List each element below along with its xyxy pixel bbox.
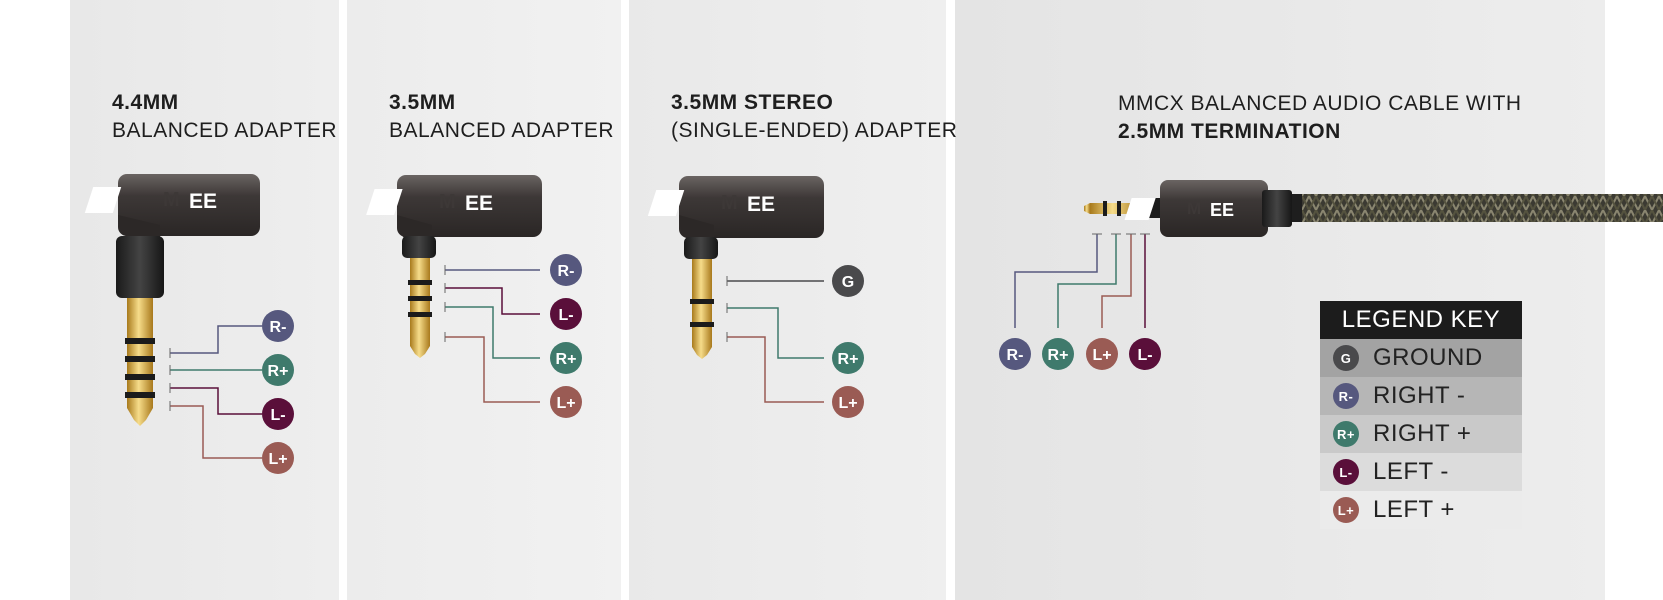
mee-logo-mark: M EE	[366, 189, 493, 215]
badge-l-minus: L-	[1137, 347, 1152, 364]
title-light: (SINGLE-ENDED) ADAPTER	[671, 119, 958, 142]
svg-text:EE: EE	[747, 193, 775, 216]
badge-circle	[550, 386, 582, 418]
mee-logo-mark: M EE	[1124, 198, 1234, 220]
badge-r-minus: R-	[1007, 347, 1024, 364]
badge-circle	[262, 354, 294, 386]
svg-text:M: M	[721, 192, 738, 214]
title-bold: 4.4MM	[112, 91, 179, 114]
badge-circle	[262, 442, 294, 474]
badge-circle	[262, 398, 294, 430]
badge-r-minus: R-	[558, 263, 575, 280]
badge-circle	[550, 298, 582, 330]
legend-item-ground: G GROUND	[1320, 339, 1522, 377]
svg-text:EE: EE	[465, 192, 493, 215]
title-bold: 3.5MM STEREO	[671, 91, 834, 114]
mee-logo-mark: M EE	[84, 187, 217, 213]
legend-item-right-plus: R+ RIGHT +	[1320, 415, 1522, 453]
badge-circle	[832, 386, 864, 418]
badge-r-plus: R+	[556, 351, 577, 368]
badge-r-minus: R-	[270, 319, 287, 336]
cable-2-5mm: M EE	[1014, 180, 1663, 328]
legend-title: LEGEND KEY	[1320, 301, 1522, 339]
legend-badge: R+	[1333, 421, 1359, 447]
legend-badge: L-	[1333, 459, 1359, 485]
title-mmcx-cable: MMCX BALANCED AUDIO CABLE WITH 2.5MM TER…	[1118, 90, 1522, 146]
badge-l-minus: L-	[270, 407, 285, 424]
legend-label: RIGHT -	[1373, 382, 1466, 409]
badge-circle	[832, 265, 864, 297]
svg-text:EE: EE	[1210, 200, 1234, 220]
badge-circle	[1129, 338, 1161, 370]
title-bold: 3.5MM	[389, 91, 456, 114]
badge-l-plus: L+	[1092, 347, 1111, 364]
title-light: BALANCED ADAPTER	[112, 119, 338, 142]
legend-label: LEFT -	[1373, 458, 1449, 485]
adapter-3-5mm-stereo: M EE	[647, 176, 824, 403]
badge-circle	[550, 254, 582, 286]
legend-item-left-minus: L- LEFT -	[1320, 453, 1522, 491]
adapter-4-4mm: M EE	[84, 174, 262, 459]
badge-l-minus: L-	[558, 307, 573, 324]
badge-circle	[1042, 338, 1074, 370]
badge-r-plus: R+	[1048, 347, 1069, 364]
legend-item-right-minus: R- RIGHT -	[1320, 377, 1522, 415]
badge-circle	[999, 338, 1031, 370]
adapter-3-5mm-balanced: M EE	[366, 175, 542, 403]
badge-ground: G	[842, 274, 854, 291]
badge-r-plus: R+	[268, 363, 289, 380]
legend-label: LEFT +	[1373, 496, 1455, 523]
title-3-5mm-balanced: 3.5MM BALANCED ADAPTER	[389, 89, 614, 145]
legend-label: RIGHT +	[1373, 420, 1472, 447]
title-light: MMCX BALANCED AUDIO CABLE WITH	[1118, 92, 1522, 115]
legend-badge: G	[1333, 345, 1359, 371]
mee-logo-mark: M EE	[647, 190, 775, 216]
title-bold: 2.5MM TERMINATION	[1118, 120, 1341, 143]
svg-text:M: M	[1187, 199, 1201, 218]
badge-r-plus: R+	[838, 351, 859, 368]
panel-3-5mm-balanced	[347, 0, 621, 600]
badge-circle	[550, 342, 582, 374]
pin-badges: R- R+ L- L+ R- L- R+ L+ G R+ L+ R- R+ L+…	[262, 254, 1161, 474]
panel-3-5mm-stereo	[629, 0, 946, 600]
legend-badge: R-	[1333, 383, 1359, 409]
svg-text:M: M	[439, 191, 456, 213]
title-light: BALANCED ADAPTER	[389, 119, 615, 142]
panel-4-4mm	[70, 0, 339, 600]
legend-badge: L+	[1333, 497, 1359, 523]
badge-l-plus: L+	[268, 451, 287, 468]
svg-text:M: M	[163, 189, 180, 211]
legend-key: LEGEND KEY G GROUND R- RIGHT - R+ RIGHT …	[1320, 301, 1522, 529]
badge-circle	[832, 342, 864, 374]
badge-l-plus: L+	[556, 395, 575, 412]
legend-label: GROUND	[1373, 344, 1483, 371]
svg-text:EE: EE	[189, 190, 217, 213]
badge-circle	[1086, 338, 1118, 370]
badge-circle	[262, 310, 294, 342]
title-3-5mm-stereo: 3.5MM STEREO (SINGLE-ENDED) ADAPTER	[671, 89, 957, 145]
title-4-4mm: 4.4MM BALANCED ADAPTER	[112, 89, 337, 145]
badge-l-plus: L+	[838, 395, 857, 412]
legend-item-left-plus: L+ LEFT +	[1320, 491, 1522, 529]
